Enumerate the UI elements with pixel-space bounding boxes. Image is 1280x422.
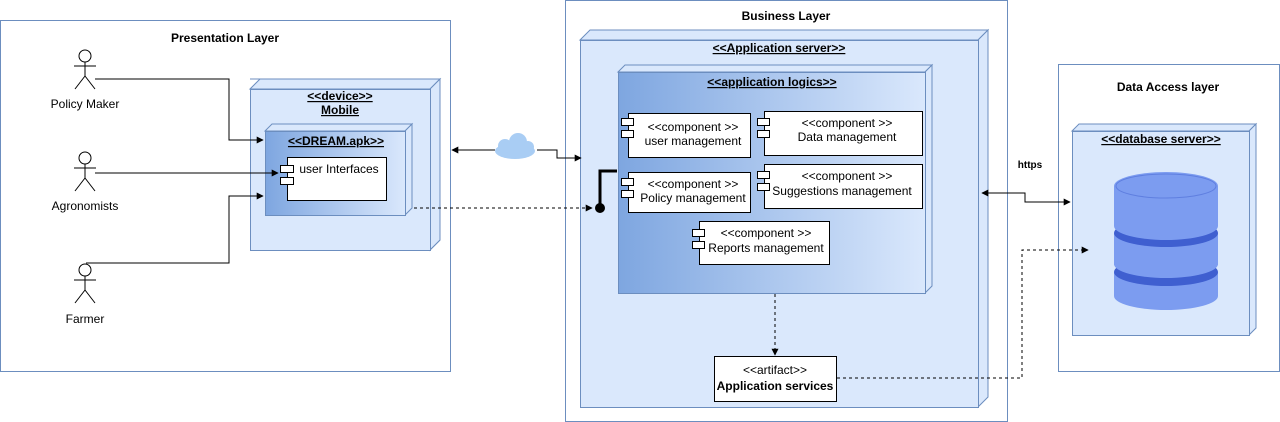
actor-agronomists[interactable]: Agronomists: [52, 151, 119, 213]
artifact-application-services[interactable]: <<artifact>> Application services: [714, 356, 837, 402]
component-data-management[interactable]: <<component >> Data management: [757, 111, 923, 156]
server-to-database-connectors: [837, 189, 1089, 379]
mobile-to-server-connectors: [414, 146, 779, 356]
component-name: Policy management: [640, 191, 746, 205]
database-server-title: <<database server>>: [1101, 132, 1220, 146]
component-reports-management[interactable]: <<component >> Reports management: [692, 221, 830, 265]
component-name: user Interfaces: [299, 162, 378, 176]
actor-label: Policy Maker: [51, 97, 120, 111]
component-icon: [757, 171, 770, 191]
component-icon: [692, 229, 705, 249]
actor-label: Agronomists: [52, 199, 119, 213]
stick-figure-icon: [74, 49, 96, 90]
component-name: Data management: [798, 130, 897, 144]
component-name: Reports management: [708, 241, 824, 255]
mobile-name: Mobile: [321, 103, 359, 117]
app-server-title: <<Application server>>: [713, 41, 846, 55]
component-icon: [621, 118, 634, 138]
component-stereotype: <<component >>: [802, 169, 893, 183]
database-icon: [1114, 172, 1218, 310]
actor-label: Farmer: [66, 312, 105, 326]
artifact-stereotype: <<artifact>>: [743, 363, 807, 377]
component-user-management[interactable]: <<component >> user management: [621, 113, 751, 158]
mobile-stereotype: <<device>>: [307, 89, 372, 103]
actor-policy-maker[interactable]: Policy Maker: [51, 49, 120, 111]
component-policy-management[interactable]: <<component >> Policy management: [621, 172, 751, 213]
provided-interface-port[interactable]: [595, 169, 617, 213]
actor-farmer[interactable]: Farmer: [66, 263, 105, 326]
cloud-icon: [495, 133, 535, 159]
data-access-layer-title: Data Access layer: [1117, 80, 1220, 94]
presentation-layer-title: Presentation Layer: [171, 31, 279, 45]
app-logics-title: <<application logics>>: [707, 75, 836, 89]
https-label: https: [1018, 160, 1043, 171]
component-name: user management: [645, 134, 742, 148]
component-name: Suggestions management: [772, 184, 912, 198]
apk-title: <<DREAM.apk>>: [288, 134, 384, 148]
stick-figure-icon: [74, 151, 96, 192]
artifact-name: Application services: [717, 379, 834, 393]
user-interfaces-component[interactable]: user Interfaces: [280, 157, 387, 201]
component-stereotype: <<component >>: [721, 226, 812, 240]
stick-figure-icon: [74, 263, 96, 304]
component-stereotype: <<component >>: [648, 120, 739, 134]
business-layer-title: Business Layer: [742, 9, 831, 23]
actor-connectors: [86, 78, 279, 264]
component-icon: [621, 178, 634, 198]
component-stereotype: <<component >>: [648, 177, 739, 191]
component-stereotype: <<component >>: [802, 116, 893, 130]
component-icon: [757, 118, 770, 138]
component-icon: [280, 165, 294, 185]
component-suggestions-management[interactable]: <<component >> Suggestions management: [757, 164, 923, 209]
